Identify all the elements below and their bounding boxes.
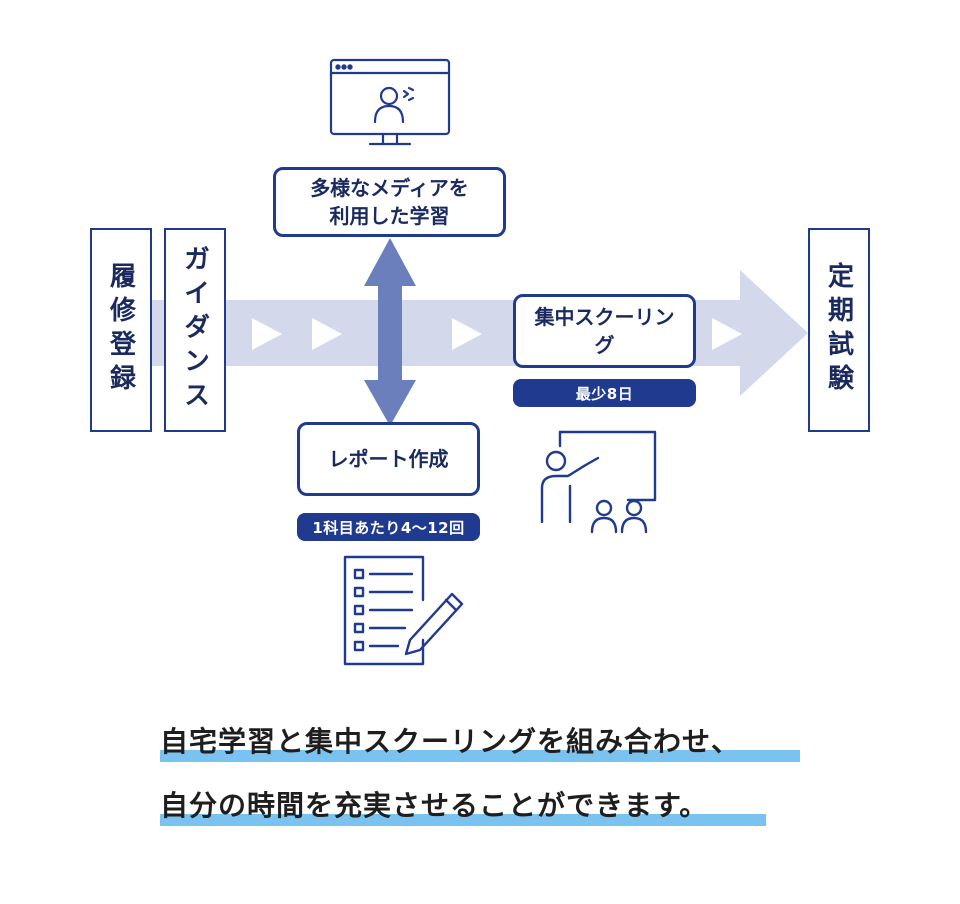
- enrollment-box: 履修登録: [90, 228, 152, 432]
- report-box: レポート作成: [297, 422, 480, 496]
- chevron-2: [312, 318, 342, 350]
- caption-text-1: 自宅学習と集中スクーリングを組み合わせ、: [160, 725, 741, 758]
- caption-highlight-2: [160, 814, 766, 826]
- chevron-3: [452, 318, 482, 350]
- chevron-4: [712, 318, 742, 350]
- report-label: レポート作成: [328, 447, 449, 471]
- exam-box: 定期試験: [808, 228, 870, 432]
- caption-line-1: 自宅学習と集中スクーリングを組み合わせ、: [160, 722, 800, 762]
- media-learning-label: 多様なメディアを 利用した学習: [310, 176, 469, 228]
- caption-text-2: 自分の時間を充実させることができます。: [160, 789, 709, 822]
- guidance-box: ガイダンス: [164, 228, 226, 432]
- caption-line-2: 自分の時間を充実させることができます。: [160, 786, 766, 826]
- schooling-days-pill: 最少8日: [513, 379, 696, 407]
- exam-label: 定期試験: [823, 262, 854, 398]
- report-frequency-label: 1科目あたり4〜12回: [312, 518, 465, 537]
- report-frequency-pill: 1科目あたり4〜12回: [297, 513, 480, 541]
- caption-highlight-1: [160, 750, 800, 762]
- chevron-1: [252, 318, 282, 350]
- media-learning-box: 多様なメディアを 利用した学習: [273, 167, 506, 237]
- enrollment-label: 履修登録: [105, 262, 136, 398]
- schooling-label: 集中スクーリング: [534, 305, 675, 357]
- schooling-box: 集中スクーリング: [513, 294, 696, 368]
- schooling-days-label: 最少8日: [575, 384, 634, 403]
- double-arrow: [364, 238, 416, 426]
- guidance-label: ガイダンス: [179, 245, 210, 415]
